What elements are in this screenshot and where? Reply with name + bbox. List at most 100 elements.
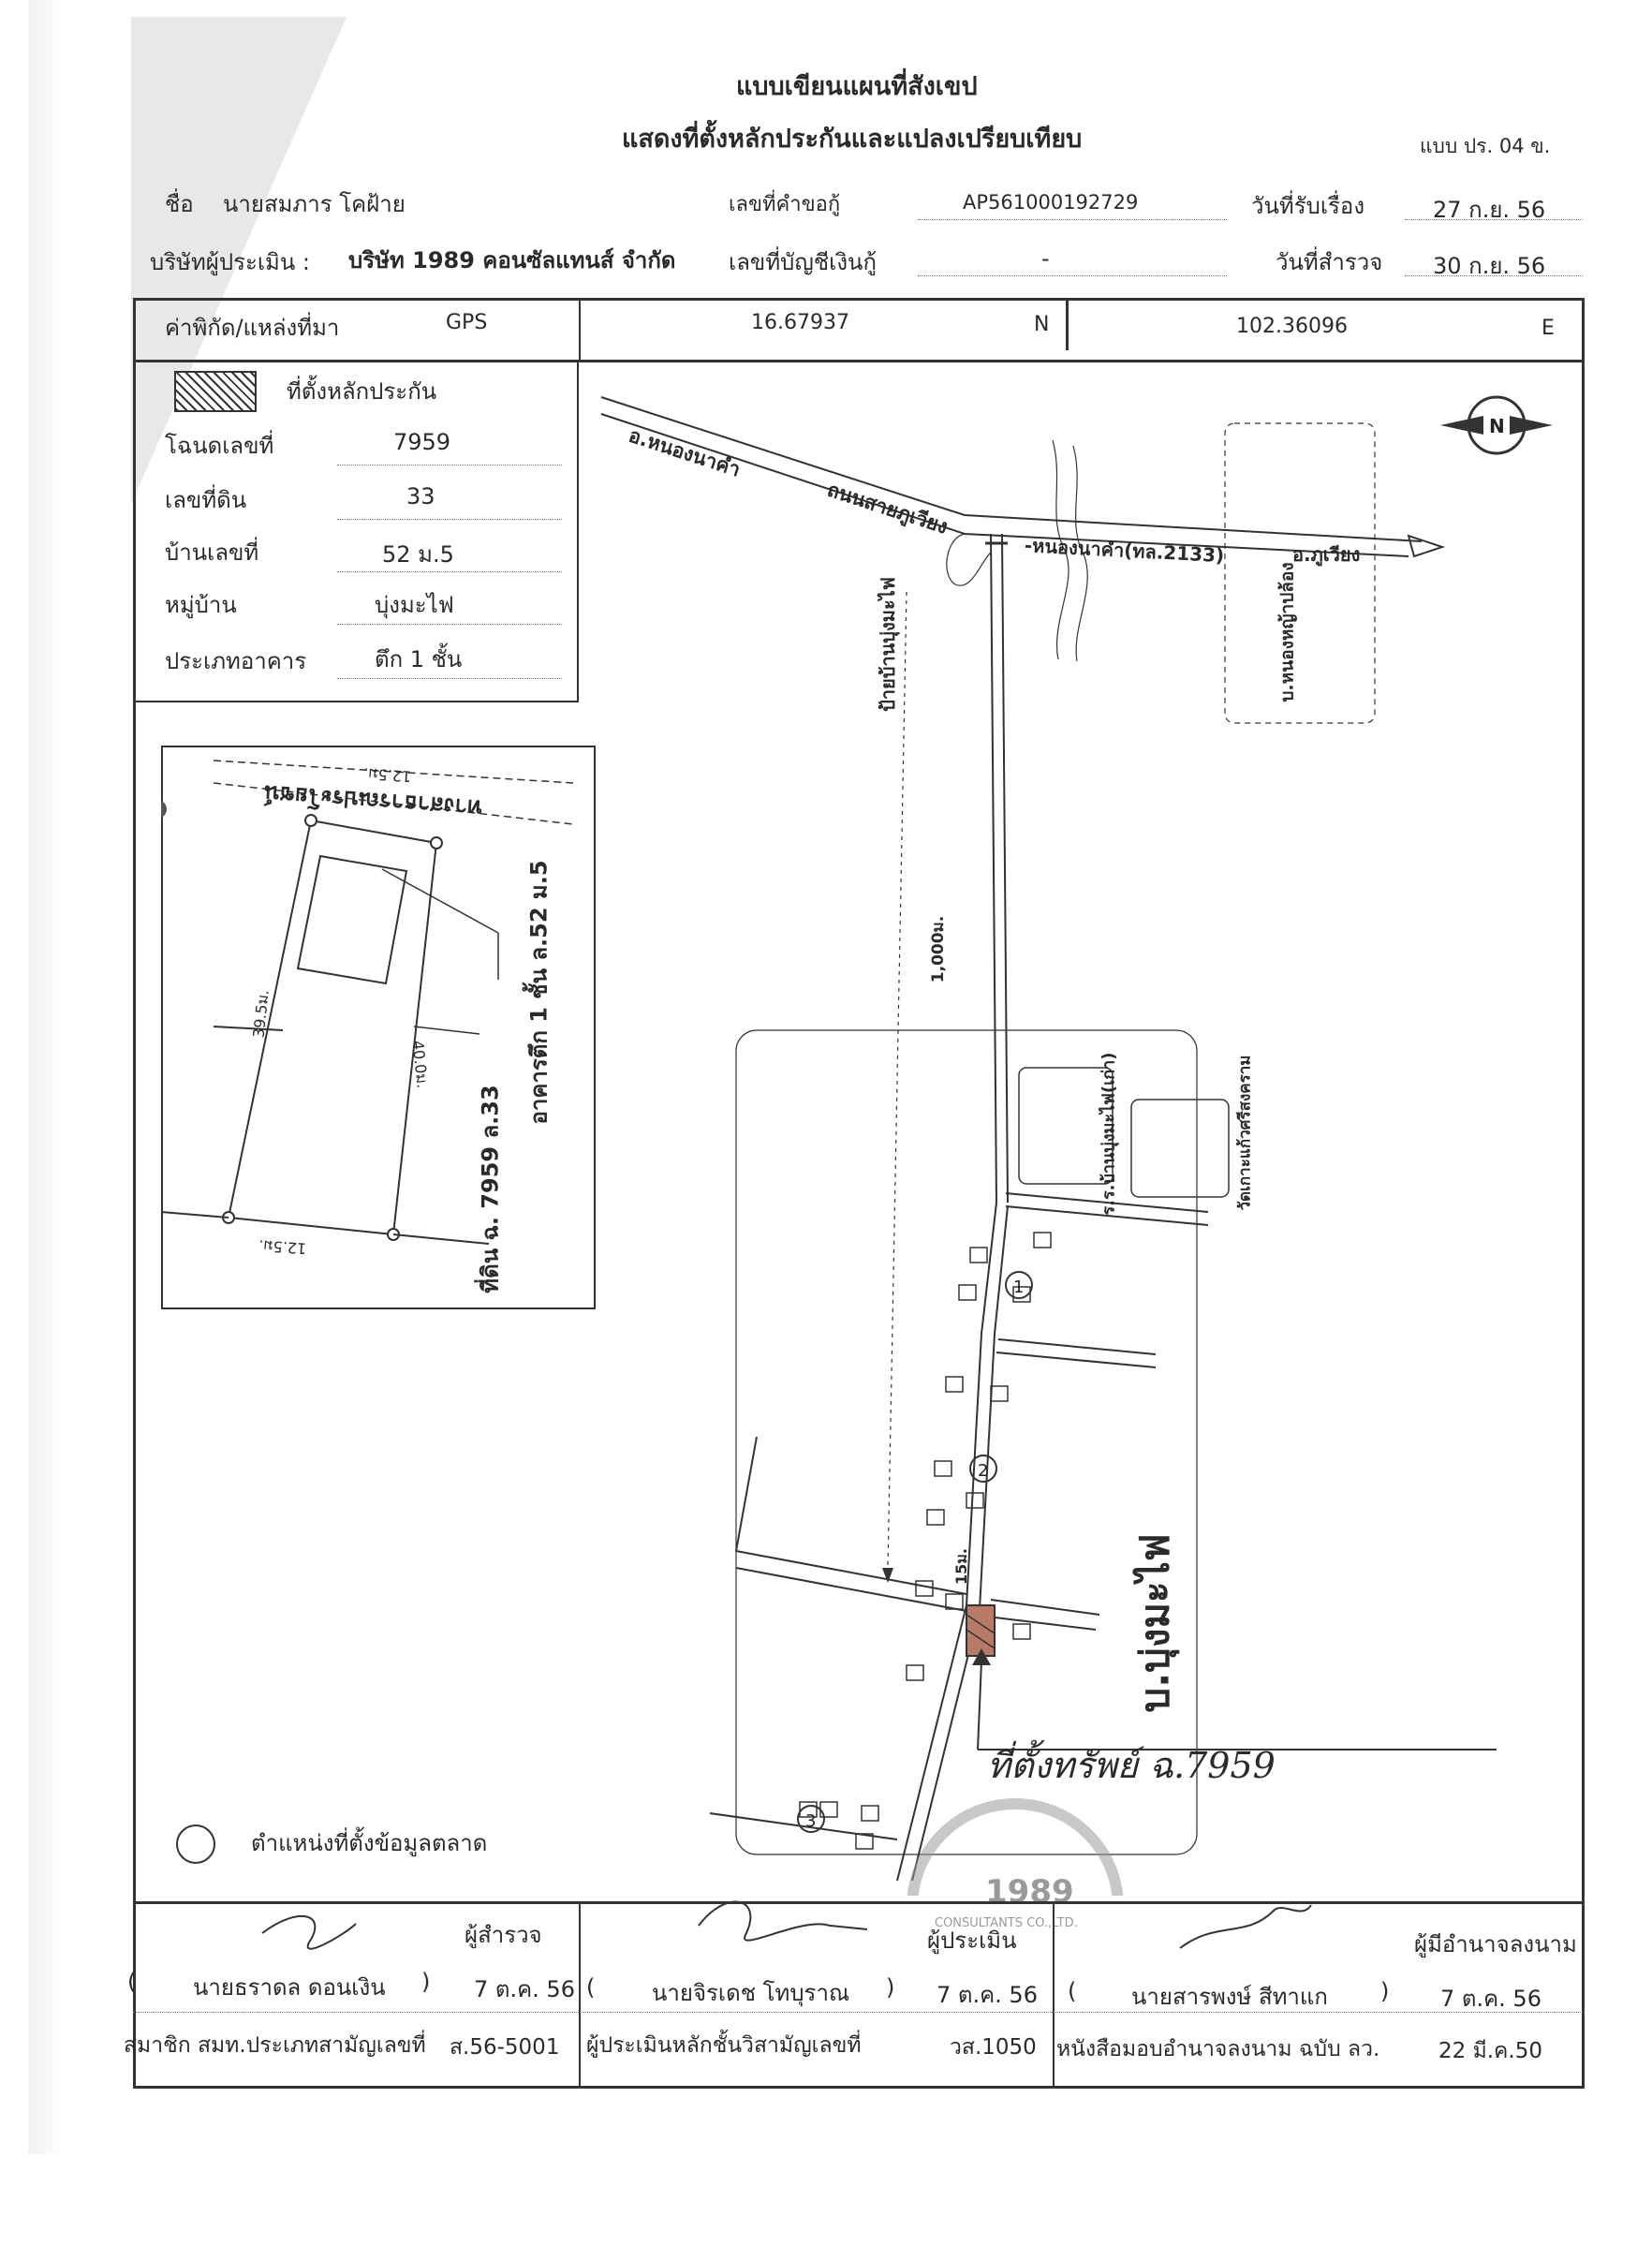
compass-letter: N xyxy=(1489,415,1505,437)
title-main: แบบเขียนแผนที่สังเขป xyxy=(736,72,978,101)
owner-label: ชื่อ xyxy=(165,191,194,217)
coords-divider xyxy=(1066,298,1069,350)
poa-label: หนังสือมอบอำนาจลงนาม ฉบับ ลว. xyxy=(1056,2037,1380,2061)
poa-date: 22 มี.ค.50 xyxy=(1438,2039,1543,2063)
plot-bottom-width: 12.5ม. xyxy=(258,1236,307,1258)
map-school: ร.ร.บ้านบุ่งมะไฟ(เก่า) xyxy=(1099,1052,1119,1216)
dotted-rule xyxy=(337,571,562,572)
title-sub: แสดงที่ตั้งหลักประกันและแปลงเปรียบเทียบ xyxy=(622,125,1083,154)
request-label: เลขที่คำขอกู้ xyxy=(729,193,841,216)
dotted-rule xyxy=(337,624,562,625)
location-map: N 1 2 3 xyxy=(600,395,1553,1896)
dotted-rule xyxy=(1405,275,1583,276)
authorized-name: นายสารพงษ์ สีทาแก xyxy=(1131,1984,1328,2010)
property-info-box xyxy=(133,360,579,702)
longitude-dir: E xyxy=(1541,317,1555,340)
account-value: - xyxy=(1041,245,1050,272)
deed-label: โฉนดเลขที่ xyxy=(165,433,274,459)
surveyor-name: นายธราดล ดอนเงิน xyxy=(193,1974,386,2001)
latitude-dir: N xyxy=(1034,313,1050,336)
longitude: 102.36096 xyxy=(1236,315,1348,338)
surveyor-date: 7 ต.ค. 56 xyxy=(474,1976,575,2002)
map-handwritten-note: ที่ตั้งทรัพย์ ฉ.7959 xyxy=(987,1745,1276,1786)
appraiser-signature xyxy=(698,1900,868,1942)
appraiser-name: นายจิรเดช โทบุราณ xyxy=(652,1980,850,2006)
plot-land-label: ที่ดิน ฉ. 7959 ล.33 xyxy=(477,1085,504,1293)
compass-icon: N xyxy=(1440,395,1553,455)
building-type-label: ประเภทอาคาร xyxy=(165,648,307,674)
paren-open: ( xyxy=(586,1974,596,2001)
authorized-role: ผู้มีอำนาจลงนาม xyxy=(1414,1931,1577,1957)
scan-edge-shadow xyxy=(28,0,66,2154)
received-label: วันที่รับเรื่อง xyxy=(1251,193,1365,219)
deed-value: 7959 xyxy=(393,429,451,455)
plot-sketch-box xyxy=(161,746,596,1309)
main-frame xyxy=(133,298,1585,2089)
collateral-legend-swatch xyxy=(174,371,257,412)
house-no-label: บ้านเลขที่ xyxy=(165,539,259,566)
map-dest-east: อ.ภูเวียง xyxy=(1292,543,1361,566)
coords-source: GPS xyxy=(446,311,488,334)
marker-2: 2 xyxy=(978,1461,988,1481)
stamp-year: 1989 xyxy=(985,1873,1074,1911)
map-village-sign: ป้ายบ้านบุ่งมะไฟ xyxy=(876,577,899,712)
dotted-rule xyxy=(918,219,1227,220)
land-no-label: เลขที่ดิน xyxy=(165,487,247,513)
member-number: ส.56-5001 xyxy=(450,2035,560,2060)
market-legend-label: ตำแหน่งที่ตั้งข้อมูลตลาด xyxy=(251,1830,488,1856)
paren-close: ) xyxy=(1380,1978,1390,2004)
plot-top-width: 12.5ม. xyxy=(362,764,412,786)
survey-value: 30 ก.ย. 56 xyxy=(1433,253,1546,279)
map-short-distance: 15ม. xyxy=(951,1548,970,1585)
latitude: 16.67937 xyxy=(751,311,849,334)
appraiser-cert-number: วส.1050 xyxy=(950,2035,1037,2060)
signature-top-rule xyxy=(133,1901,1585,1904)
authorized-signature xyxy=(1179,1904,1312,1949)
dotted-rule xyxy=(133,2012,1585,2013)
building-type-value: ตึก 1 ชั้น xyxy=(375,646,463,672)
paren-close: ) xyxy=(421,1969,431,1995)
marker-3: 3 xyxy=(805,1811,816,1831)
signature-divider xyxy=(1053,1901,1055,2089)
plot-sketch xyxy=(161,760,574,1245)
plot-left-length: 39.5ม. xyxy=(249,988,273,1039)
marker-1: 1 xyxy=(1013,1278,1024,1297)
scan-corner-shadow xyxy=(131,17,347,504)
map-village-north: บ.หนองหญ้าปล้อง xyxy=(1276,562,1298,702)
paren-close: ) xyxy=(886,1974,895,2001)
dotted-rule xyxy=(1405,219,1583,220)
market-legend-circle-icon xyxy=(176,1824,215,1864)
dotted-rule xyxy=(337,519,562,520)
form-number: แบบ ปร. 04 ข. xyxy=(1420,135,1551,157)
appraiser-company-value: บริษัท 1989 คอนซัลแทนส์ จำกัด xyxy=(348,247,676,273)
appraiser-cert-label: ผู้ประเมินหลักชั้นวิสามัญเลขที่ xyxy=(586,2033,862,2058)
member-label: สมาชิก สมท.ประเภทสามัญเลขที่ xyxy=(124,2033,426,2058)
village-label: หมู่บ้าน xyxy=(165,592,237,618)
appraiser-company-label: บริษัทผู้ประเมิน : xyxy=(150,249,310,275)
company-stamp xyxy=(907,1798,1124,1896)
paren-open: ( xyxy=(1068,1978,1077,2004)
authorized-date: 7 ต.ค. 56 xyxy=(1440,1986,1541,2012)
survey-label: วันที่สำรวจ xyxy=(1276,249,1383,275)
paren-open: ( xyxy=(127,1969,137,1995)
signature-divider xyxy=(579,1901,581,2089)
land-no-value: 33 xyxy=(406,483,435,510)
received-value: 27 ก.ย. 56 xyxy=(1433,197,1546,223)
collateral-legend-label: ที่ตั้งหลักประกัน xyxy=(287,378,437,405)
map-distance: 1,000ม. xyxy=(929,915,949,983)
plot-building-label: อาคารตึก 1 ชั้น ล.52 ม.5 xyxy=(525,860,553,1125)
request-value: AP561000192729 xyxy=(963,191,1139,214)
map-temple: วัดเกาะแก้วศรีสงคราม xyxy=(1235,1055,1255,1211)
plot-right-length: 40.0ม. xyxy=(408,1039,432,1089)
owner-value: นายสมภาร โคฝ้าย xyxy=(223,191,406,217)
surveyor-role: ผู้สำรวจ xyxy=(465,1922,542,1948)
stamp-text: CONSULTANTS CO.,LTD. xyxy=(935,1916,1078,1930)
dotted-rule xyxy=(337,678,562,679)
village-value: บุ่งมะไฟ xyxy=(375,592,454,618)
appraiser-date: 7 ต.ค. 56 xyxy=(937,1982,1038,2008)
appraiser-role: ผู้ประเมิน xyxy=(927,1928,1017,1954)
account-label: เลขที่บัญชีเงินกู้ xyxy=(729,249,877,275)
surveyor-signature xyxy=(261,1915,357,1950)
map-village-name: บ.บุ่งมะไฟ xyxy=(1131,1533,1178,1713)
dotted-rule xyxy=(918,275,1227,276)
